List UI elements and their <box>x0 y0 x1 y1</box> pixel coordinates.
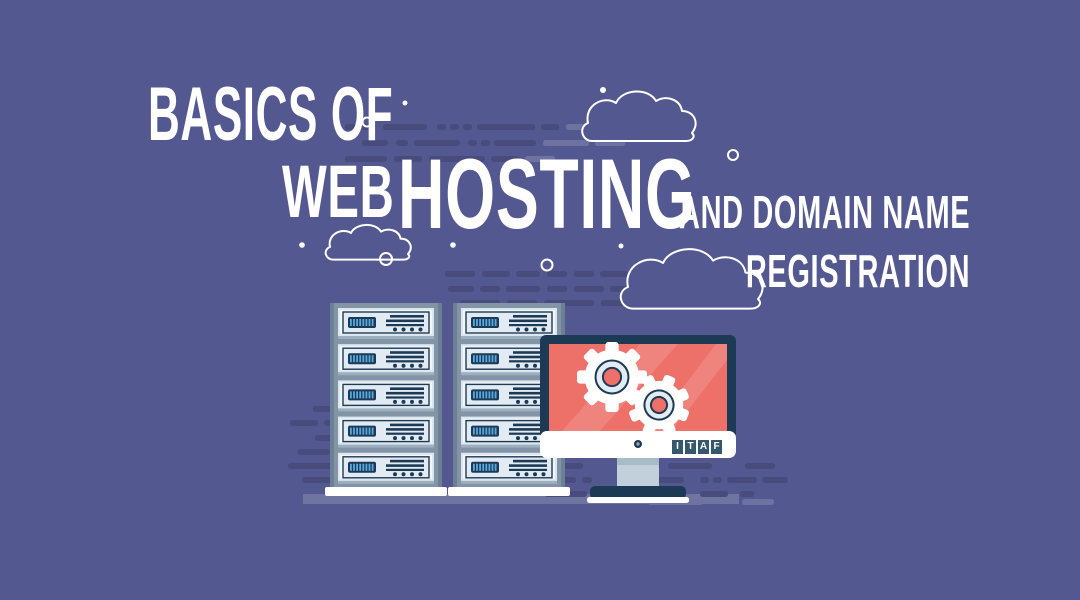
indicator-dot <box>541 472 546 477</box>
ground-shadow <box>303 494 739 504</box>
indicator-dot <box>418 472 423 477</box>
indicator-dot <box>393 436 397 441</box>
indicator-dot <box>533 436 537 441</box>
gear-icon <box>628 374 690 436</box>
cloud-icon-right <box>621 249 763 308</box>
indicator-dot <box>410 399 414 404</box>
server-unit <box>338 416 434 448</box>
logo-letter: A <box>698 440 709 454</box>
gear-icon <box>577 342 647 412</box>
indicator-dot <box>533 327 537 332</box>
sparkle-dot <box>402 100 408 106</box>
subtitle-line2: REGISTRATION <box>745 245 970 297</box>
title-word-web: WEB <box>282 150 395 233</box>
indicator-dot <box>393 327 397 332</box>
rack-base <box>325 487 447 496</box>
logo-letter: I <box>672 440 683 454</box>
server-unit <box>338 344 434 376</box>
server-unit <box>338 452 434 484</box>
indicator-dot <box>401 327 406 332</box>
indicator-dot <box>516 327 520 332</box>
indicator-dot <box>401 472 406 477</box>
sparkles <box>299 87 739 272</box>
logo-letter: F <box>711 440 722 454</box>
cloud-icon-top <box>582 91 695 141</box>
monitor <box>540 335 736 503</box>
indicator-dot <box>401 399 406 404</box>
indicator-dot <box>418 363 423 368</box>
sparkle-ring <box>361 116 373 128</box>
indicator-dot <box>524 399 529 404</box>
indicator-dot <box>524 363 529 368</box>
subtitle: AND DOMAIN NAME REGISTRATION <box>679 183 970 301</box>
server-unit <box>461 452 557 484</box>
server-unit <box>338 308 434 339</box>
indicator-dot <box>393 399 397 404</box>
server-unit <box>461 308 557 339</box>
sparkle-ring <box>727 149 739 161</box>
indicator-dot <box>516 472 520 477</box>
indicator-dot <box>418 399 423 404</box>
indicator-dot <box>418 436 423 441</box>
indicator-dot <box>524 436 529 441</box>
indicator-dot <box>516 436 520 441</box>
logo-letter: T <box>685 440 696 454</box>
monitor-base <box>590 486 686 499</box>
indicator-dot <box>516 399 520 404</box>
sparkle-dot <box>299 242 305 248</box>
indicator-dot <box>516 363 520 368</box>
cloud-icon-left <box>326 225 411 260</box>
sparkle-dot <box>618 243 624 249</box>
sparkle-ring <box>540 258 554 272</box>
indicator-dot <box>418 327 423 332</box>
indicator-dot <box>524 472 529 477</box>
title-line1: BASICS OF <box>148 72 394 157</box>
sparkle-dot <box>450 242 456 248</box>
indicator-dot <box>541 327 546 332</box>
indicator-dot <box>533 399 537 404</box>
rack-base <box>448 487 570 496</box>
indicator-dot <box>393 363 397 368</box>
indicator-dot <box>533 363 537 368</box>
indicator-dot <box>393 472 397 477</box>
sparkle-dot <box>600 87 606 93</box>
indicator-dot <box>524 327 529 332</box>
itaf-logo: I T A F <box>672 440 722 454</box>
subtitle-line1: AND DOMAIN NAME <box>678 186 970 238</box>
sparkle-ring <box>379 252 393 266</box>
title-word-hosting: HOSTING <box>398 138 696 249</box>
indicator-dot <box>401 436 406 441</box>
indicator-dot <box>410 327 414 332</box>
indicator-dot <box>533 472 537 477</box>
indicator-dot <box>410 436 414 441</box>
indicator-dot <box>401 363 406 368</box>
server-rack <box>325 303 447 496</box>
server-unit <box>338 380 434 412</box>
indicator-dot <box>410 472 414 477</box>
indicator-dot <box>410 363 414 368</box>
